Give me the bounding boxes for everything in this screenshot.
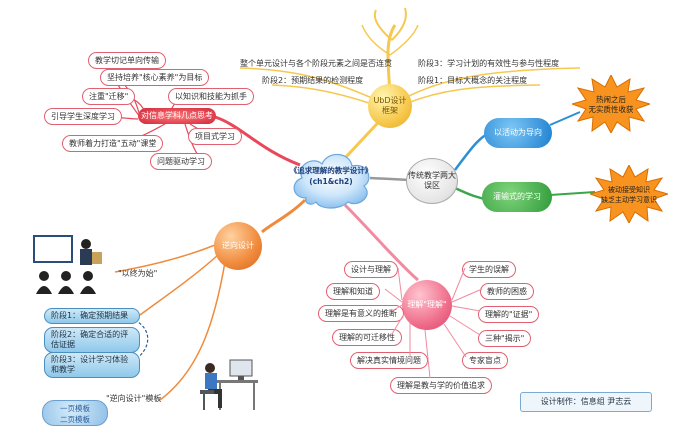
activity-note-burst: 热闹之后 无实质性收获 (570, 73, 652, 135)
misconceptions-node[interactable]: 传统教学两大误区 (406, 158, 458, 204)
misconceptions-label-line1: 传统教学两大 (408, 171, 456, 180)
coverage-note-line1: 被动接受知识 (608, 186, 650, 194)
misconceptions-label-line2: 误区 (424, 181, 440, 190)
designer-illustration (196, 354, 260, 414)
backward-design-node[interactable]: 逆向设计 (214, 222, 262, 270)
info-tech-item[interactable]: 坚持培养"核心素养"为目标 (100, 69, 210, 86)
backward-stage-3[interactable]: 阶段3：设计学习体验和教学 (44, 352, 140, 378)
info-tech-node[interactable]: 对信息学科几点思考 (138, 108, 216, 124)
ubd-framework-node[interactable]: UbD设计框架 (368, 84, 412, 128)
ubd-label-line2: 框架 (382, 106, 398, 115)
understanding-item-left[interactable]: 设计与理解 (344, 261, 398, 278)
activity-note-line1: 热闹之后 (596, 95, 626, 104)
understanding-node[interactable]: 理解"理解" (402, 280, 452, 330)
understanding-item-right[interactable]: 三种"揭示" (478, 330, 532, 347)
person-at-computer-icon (200, 359, 258, 410)
central-subtitle: (ch1&ch2) (309, 177, 353, 186)
understanding-item-left[interactable]: 理解和知道 (326, 283, 380, 300)
credit-box: 设计制作：信息组 尹志云 (520, 392, 652, 412)
info-tech-item[interactable]: 以知识和技能为抓手 (168, 88, 254, 105)
ubd-branch-stage3: 阶段3：学习计划的有效性与参与性程度 (418, 59, 560, 68)
coverage-learning-node[interactable]: 灌输式的学习 (482, 182, 552, 212)
activity-note-line2: 无实质性收获 (588, 105, 634, 114)
credit-text: 设计制作：信息组 尹志云 (540, 397, 632, 406)
understanding-label: 理解"理解" (407, 300, 447, 309)
activity-oriented-node[interactable]: 以活动为导向 (484, 118, 552, 148)
ubd-branch-stage2: 阶段2：预期结果的检测程度 (262, 76, 364, 85)
understanding-item-left[interactable]: 理解是教与学的价值追求 (390, 377, 492, 394)
info-tech-item[interactable]: 教学切记单向传输 (88, 52, 166, 69)
begin-with-end-quote: "以终为始" (118, 269, 158, 278)
info-tech-item[interactable]: 引导学生深度学习 (44, 108, 122, 125)
understanding-item-right[interactable]: 专家盲点 (462, 352, 508, 369)
understanding-item-left[interactable]: 解决真实情境问题 (350, 352, 428, 369)
understanding-item-right[interactable]: 学生的误解 (462, 261, 516, 278)
ubd-branch-coherence: 整个单元设计与各个阶段元素之间是否连贯 (240, 59, 392, 68)
understanding-item-left[interactable]: 理解的可迁移性 (332, 329, 402, 346)
template-label: "逆向设计"模板 (106, 394, 162, 403)
understanding-item-left[interactable]: 理解是有意义的推断 (318, 305, 404, 322)
coverage-note-burst: 被动接受知识 缺乏主动学习意识 (588, 163, 670, 225)
cloud-shape (293, 153, 370, 209)
info-tech-item[interactable]: 项目式学习 (188, 128, 242, 145)
info-tech-item[interactable]: 问题驱动学习 (150, 153, 212, 170)
ubd-label-line1: UbD设计 (373, 96, 407, 105)
understanding-item-right[interactable]: 理解的"证据" (478, 306, 540, 323)
ubd-branch-stage1: 阶段1：目标大概念的关注程度 (418, 76, 528, 85)
coverage-learning-label: 灌输式的学习 (493, 192, 541, 201)
understanding-item-right[interactable]: 教师的困惑 (480, 283, 534, 300)
classroom-illustration (30, 232, 110, 298)
info-tech-label: 对信息学科几点思考 (141, 111, 213, 120)
info-tech-item[interactable]: 教师着力打造"五动"课堂 (62, 135, 164, 152)
coverage-note-line2: 缺乏主动学习意识 (601, 196, 657, 204)
backward-stage-1[interactable]: 阶段1：确定预期结果 (44, 308, 140, 324)
two-page-template[interactable]: 二页模板 (60, 415, 90, 424)
classroom-icon (33, 235, 102, 294)
activity-oriented-label: 以活动为导向 (494, 128, 542, 137)
template-stack[interactable]: 一页模板 二页模板 (42, 400, 108, 426)
info-tech-item[interactable]: 注重"迁移" (82, 88, 136, 105)
backward-design-label: 逆向设计 (222, 241, 254, 250)
one-page-template[interactable]: 一页模板 (60, 404, 90, 413)
central-topic[interactable]: 《追求理解的教学设计》 (ch1&ch2) (288, 148, 374, 210)
backward-stage-2[interactable]: 阶段2：确定合适的评估证据 (44, 327, 140, 353)
central-title: 《追求理解的教学设计》 (289, 166, 373, 175)
